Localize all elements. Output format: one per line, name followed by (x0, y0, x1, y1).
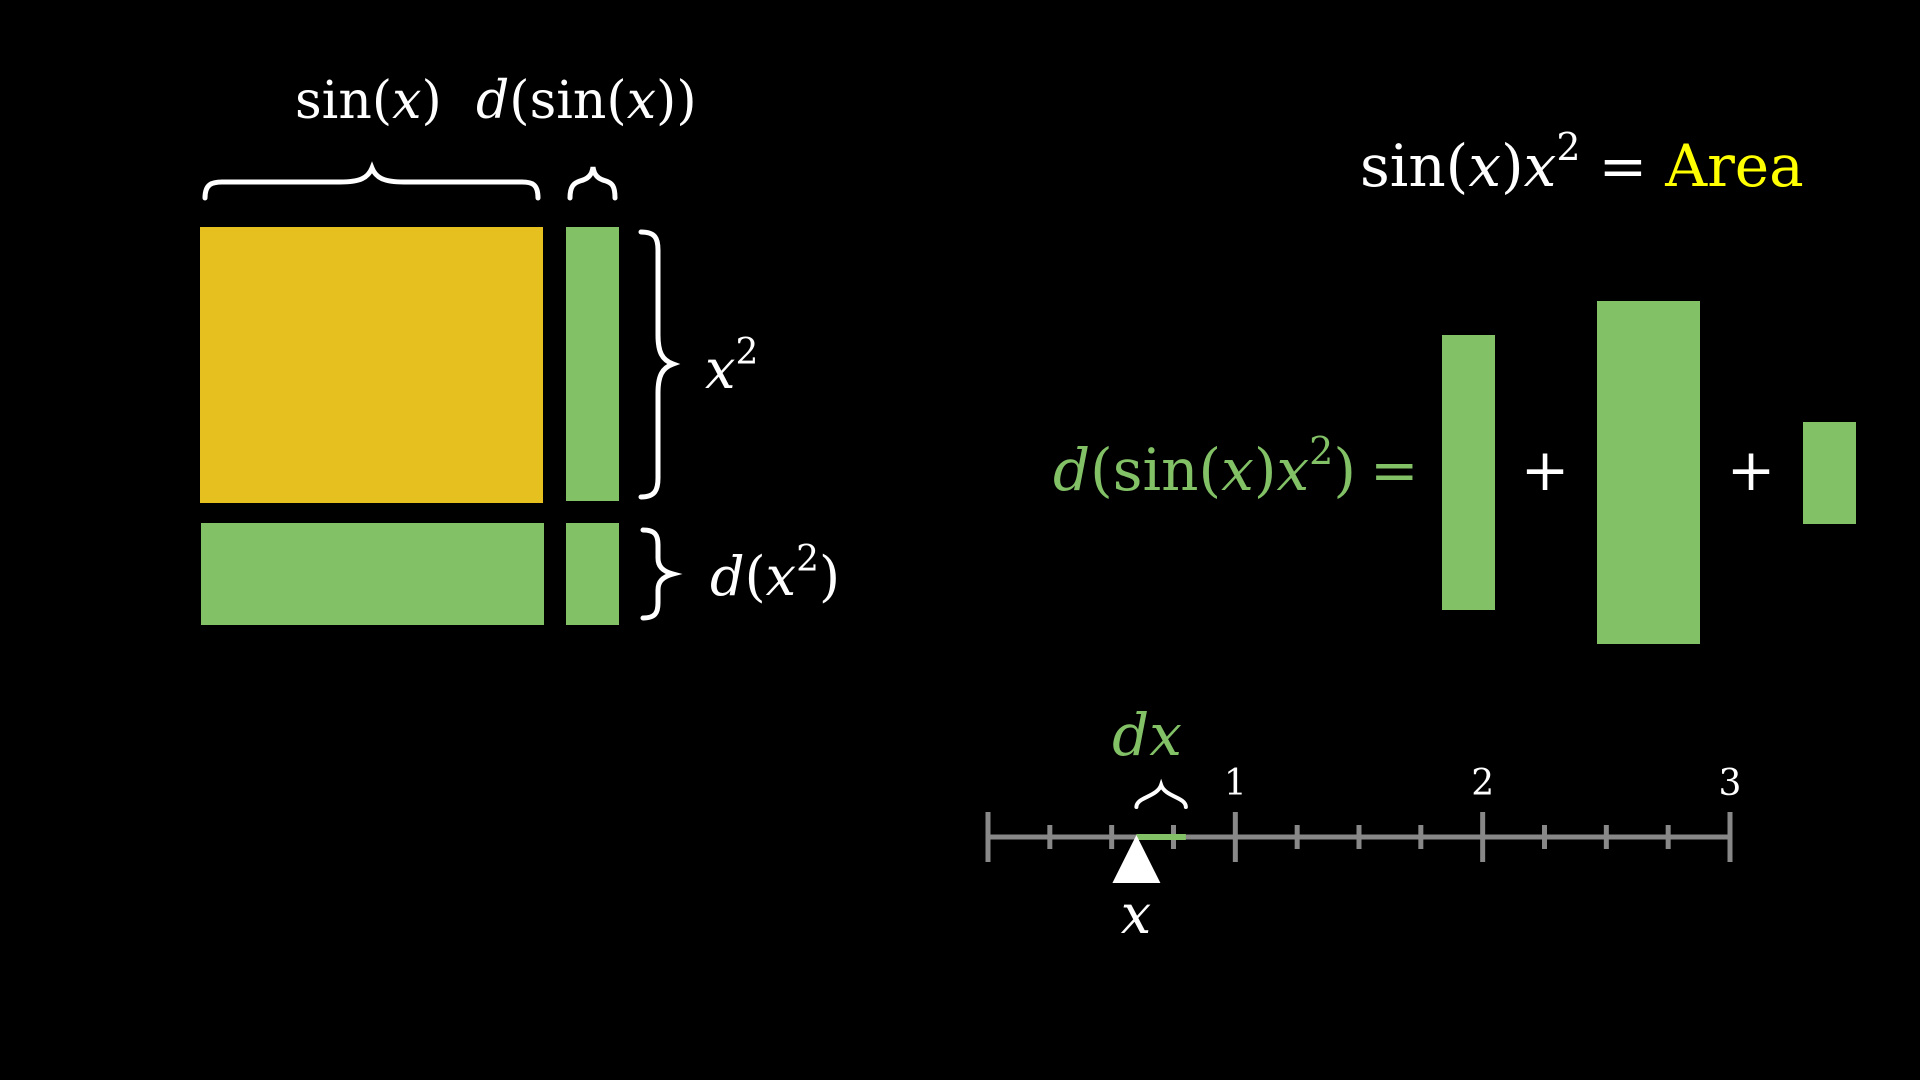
curly-brace-icon (567, 166, 618, 201)
term-rect-2 (1597, 301, 1700, 644)
delta-rect-dsin-dx2 (566, 523, 619, 625)
curly-brace-icon (638, 229, 681, 500)
label-d-sin-x: d(sin(x)) (476, 71, 697, 131)
area-equation: sin(x)x2=Area (1360, 125, 1804, 200)
area-diagram (200, 227, 619, 625)
term-rect-1 (1442, 335, 1495, 610)
curly-brace-icon (202, 161, 541, 201)
number-line: 1 2 3 (985, 763, 1742, 883)
number-line-tick-label: 3 (1719, 763, 1742, 804)
label-sin-x: sin(x) (295, 71, 442, 131)
label-d-x-squared: d(x2) (710, 539, 840, 608)
dx-label: dx (1112, 701, 1182, 769)
triangle-pointer-icon[interactable] (1112, 835, 1161, 883)
plus-sign-2: + (1727, 436, 1776, 504)
number-line-tick-label: 2 (1471, 763, 1494, 804)
term-rect-3 (1803, 422, 1856, 524)
plus-sign-1: + (1521, 436, 1570, 504)
delta-rect-dsin-x2 (566, 227, 619, 501)
delta-rect-sin-dx2 (201, 523, 544, 625)
curly-brace-icon (1134, 778, 1188, 809)
number-line-tick-label: 1 (1224, 763, 1247, 804)
pointer-label-x: x (1121, 883, 1151, 946)
label-x-squared: x2 (705, 332, 758, 401)
curly-brace-icon (640, 527, 683, 621)
area-rect-sin-x2 (200, 227, 543, 503)
differential-equation: d(sin(x)x2)= (1053, 429, 1419, 504)
